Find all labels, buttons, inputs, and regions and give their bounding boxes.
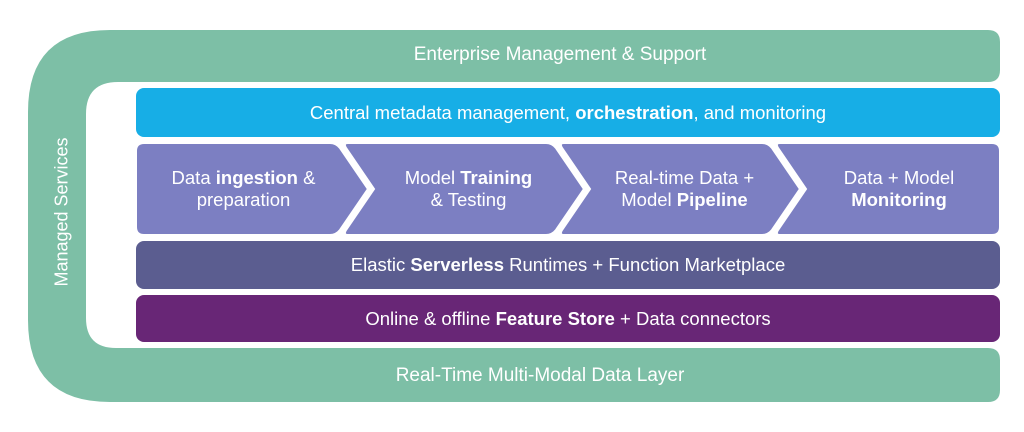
stage-text: Model xyxy=(404,167,461,188)
serverless-band-bold: Serverless xyxy=(410,254,505,275)
stage-pipeline: Real-time Data + Model Pipeline xyxy=(582,143,787,235)
managed-services-label: Managed Services xyxy=(51,137,72,287)
stage-text-bold: Training xyxy=(460,167,533,188)
stage-training: Model Training & Testing xyxy=(366,143,571,235)
stage-training-line2: & Testing xyxy=(431,189,507,211)
enterprise-management-label: Enterprise Management & Support xyxy=(413,44,707,65)
managed-services-c-shape xyxy=(28,30,1000,402)
stage-shape-pipeline xyxy=(559,143,802,235)
stage-text-bold: ingestion xyxy=(215,167,298,188)
stage-text-bold: Monitoring xyxy=(851,189,947,210)
stage-pipeline-line2: Model Pipeline xyxy=(621,189,747,211)
metadata-band-prefix: Central metadata management, xyxy=(309,101,576,123)
stage-monitoring: Data + Model Monitoring xyxy=(798,143,1000,235)
metadata-band: Central metadata management, orchestrati… xyxy=(136,88,1000,137)
serverless-band: Elastic Serverless Runtimes + Function M… xyxy=(136,241,1000,289)
stage-monitoring-line1: Data + Model xyxy=(844,167,955,189)
stage-text: Model xyxy=(621,189,677,210)
metadata-band-bold: orchestration xyxy=(575,101,694,123)
stage-monitoring-line2: Monitoring xyxy=(851,189,947,211)
stage-shape-training xyxy=(343,143,586,235)
stage-text: & Testing xyxy=(430,189,507,210)
stage-ingestion: Data ingestion & preparation xyxy=(136,143,351,235)
feature-store-band-bold: Feature Store xyxy=(495,307,615,329)
stage-text: Real-time Data + xyxy=(614,167,755,188)
stage-training-line1: Model Training xyxy=(405,167,532,189)
serverless-band-prefix: Elastic xyxy=(350,254,411,275)
pipeline-stages-shapes xyxy=(136,143,1000,235)
serverless-band-suffix: Runtimes + Function Marketplace xyxy=(504,254,786,275)
data-layer-label: Real-Time Multi-Modal Data Layer xyxy=(395,365,685,386)
feature-store-band-prefix: Online & offline xyxy=(365,307,496,329)
stage-text: & xyxy=(297,167,316,188)
stage-text-bold: Pipeline xyxy=(676,189,748,210)
pipeline-stages: Data ingestion & preparation Model Train… xyxy=(136,143,1000,235)
stage-text: preparation xyxy=(196,189,291,210)
stage-ingestion-line2: preparation xyxy=(197,189,291,211)
stage-text: Data xyxy=(171,167,216,188)
feature-store-band-suffix: + Data connectors xyxy=(614,307,771,329)
feature-store-band: Online & offline Feature Store + Data co… xyxy=(136,295,1000,342)
stage-ingestion-line1: Data ingestion & xyxy=(172,167,316,189)
stage-pipeline-line1: Real-time Data + xyxy=(615,167,754,189)
metadata-band-suffix: , and monitoring xyxy=(693,101,827,123)
stage-shape-monitoring xyxy=(775,143,1000,235)
stage-text: Data + Model xyxy=(843,167,955,188)
